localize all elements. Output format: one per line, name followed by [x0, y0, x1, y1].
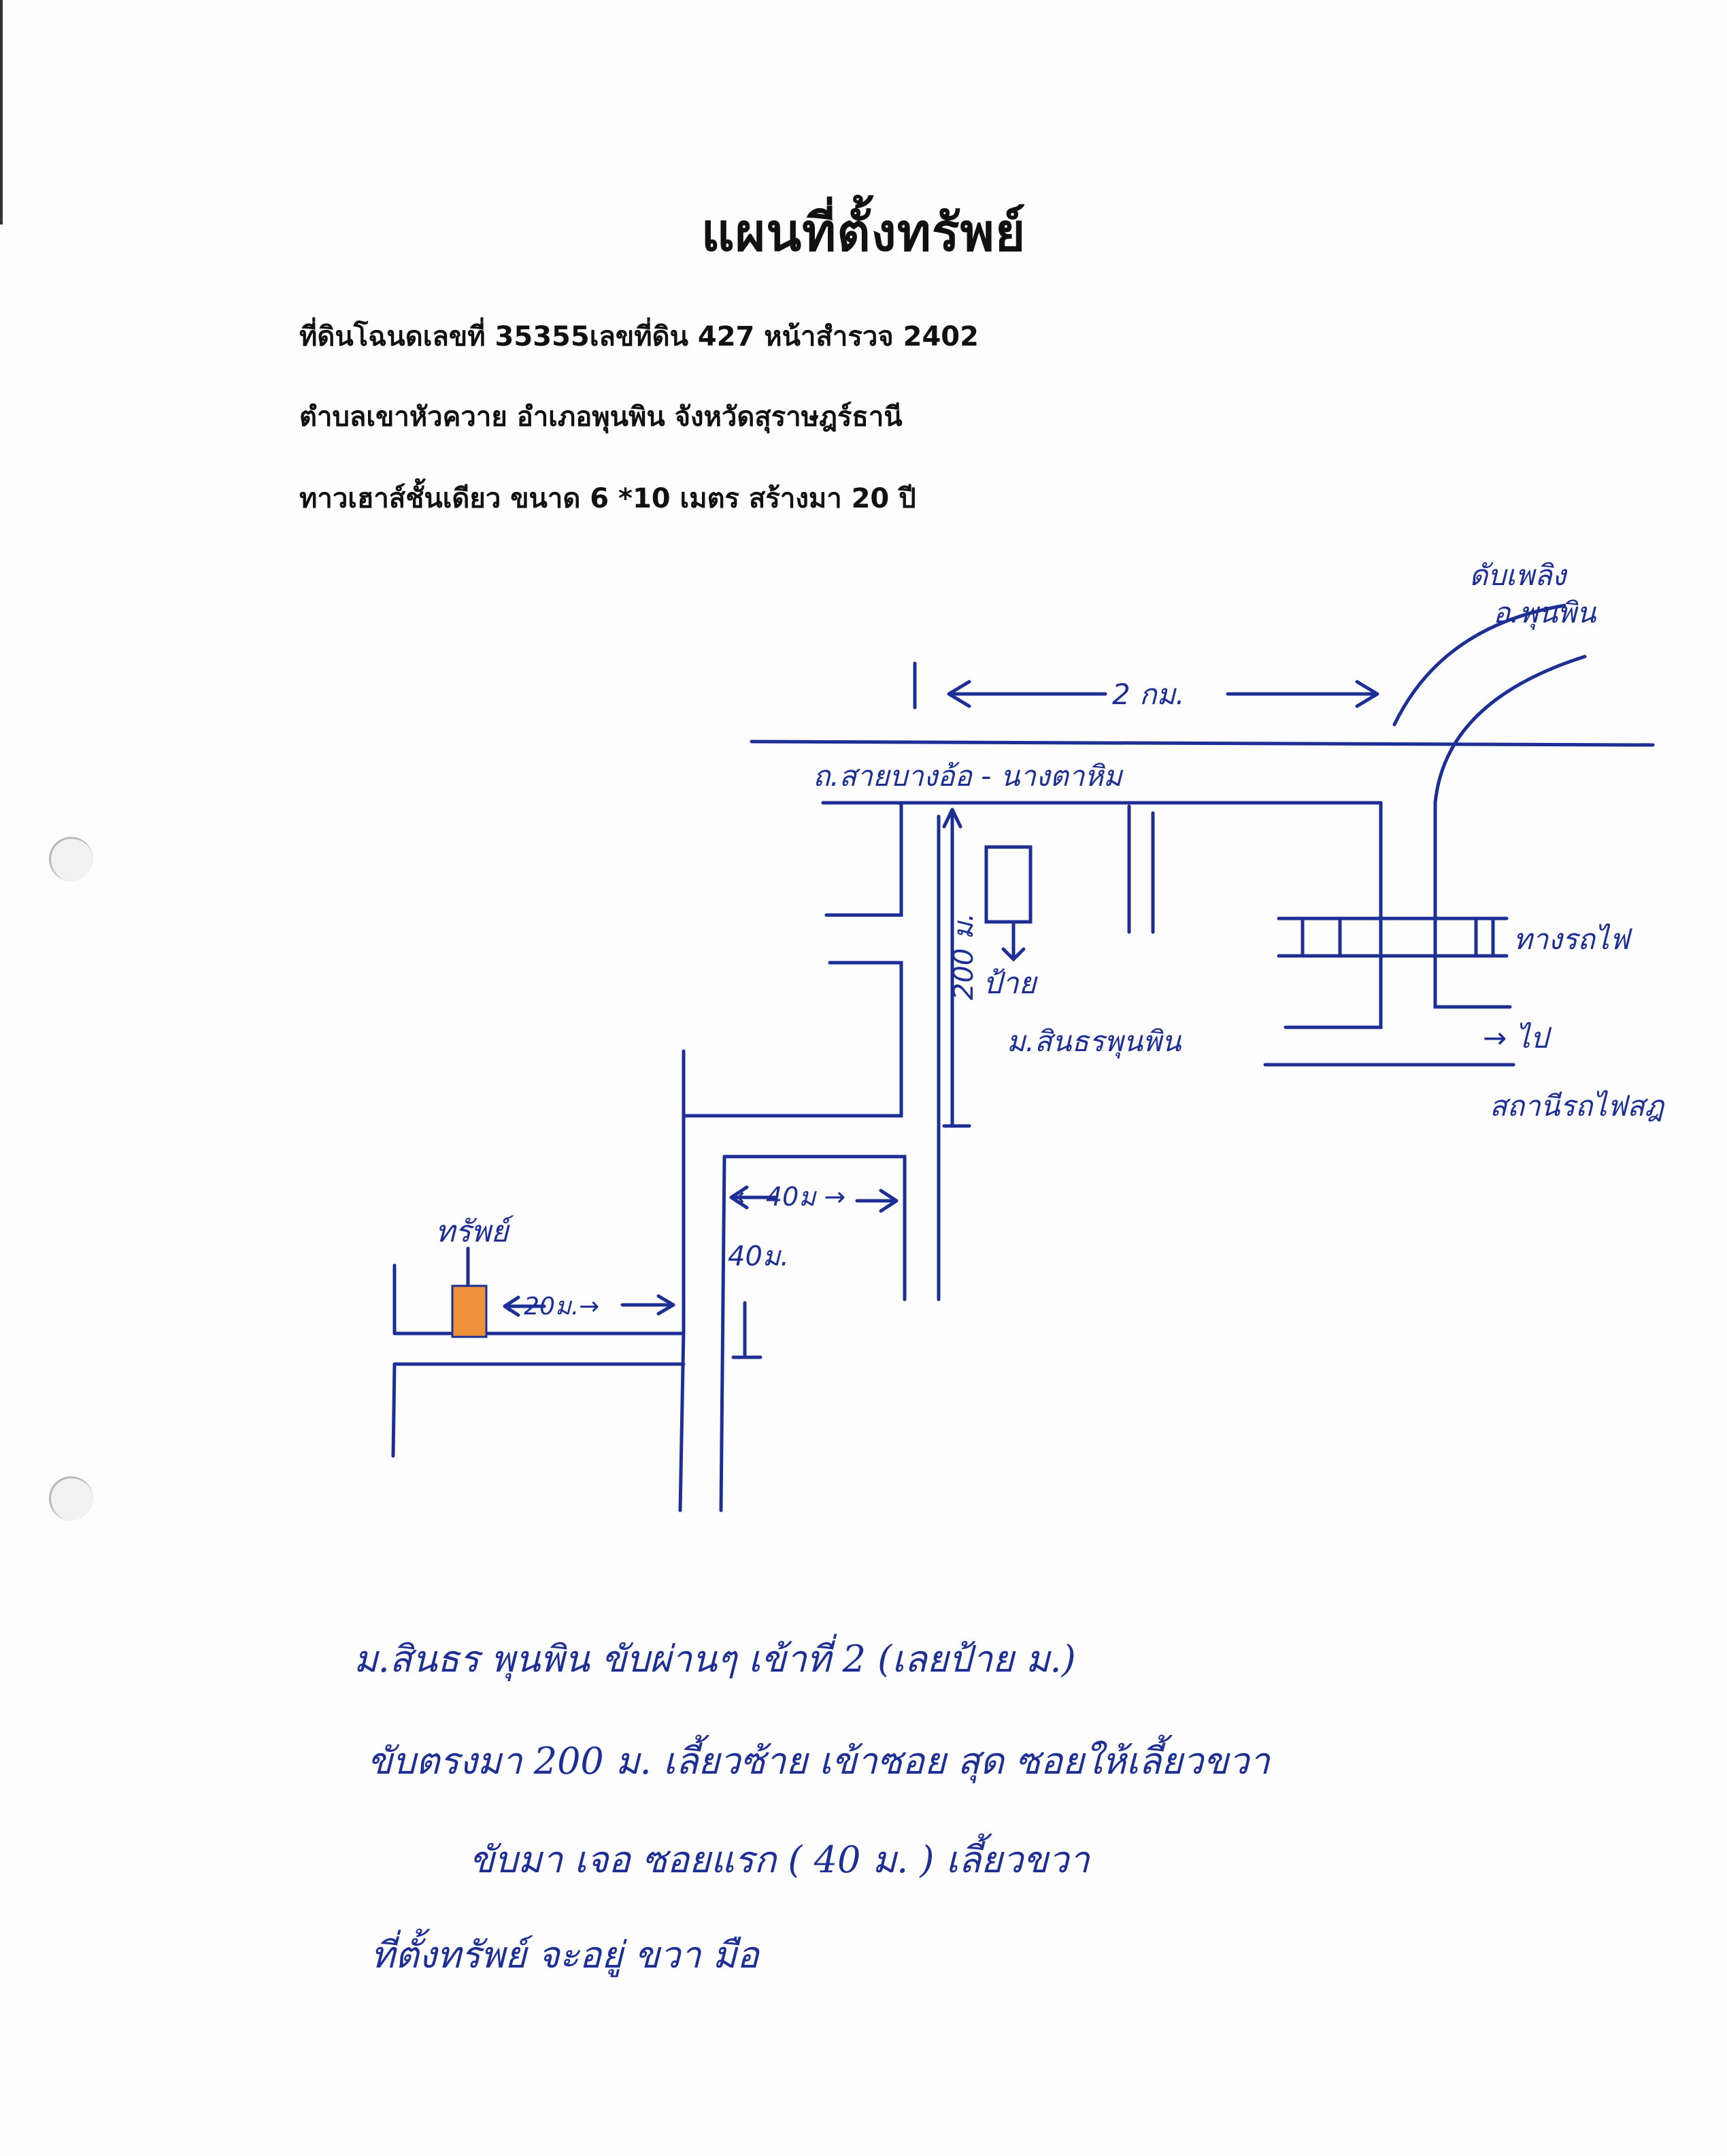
label-village: ม.สินธรพุนพิน — [1007, 1025, 1182, 1059]
info-line-deed: ที่ดินโฉนดเลขที่ 35355เลขที่ดิน 427 หน้า… — [299, 321, 979, 352]
sign-box — [984, 845, 1033, 924]
map-roads — [391, 603, 1655, 1512]
distance-arrow-right — [1226, 680, 1379, 708]
label-fire-station: ดับเพลิง — [1469, 559, 1568, 592]
property-soi-end-bottom — [391, 1362, 397, 1458]
main-road-top — [750, 740, 1655, 747]
property-marker — [451, 1284, 488, 1338]
page-edge — [0, 0, 3, 225]
direction-line-4: ที่ตั้งทรัพย์ จะอยู่ ขวา มือ — [371, 1934, 759, 1976]
distance-arrow-left — [947, 680, 1107, 708]
label-to: → ไป — [1483, 1021, 1552, 1055]
distance-40h-right — [855, 1189, 899, 1213]
label-property: ทรัพย์ — [435, 1214, 514, 1249]
railway-sleepers — [1301, 916, 1495, 958]
direction-line-2: ขับตรงมา 200 ม. เลี้ยวซ้าย เข้าซอย สุด ซ… — [367, 1740, 1270, 1782]
distance-20-left — [503, 1295, 546, 1317]
punch-hole-bottom — [49, 1476, 93, 1521]
label-station: สถานีรถไฟสฎ — [1490, 1089, 1666, 1123]
label-distance-40v: 40ม. — [728, 1241, 789, 1272]
soi-left-mid-edge — [682, 961, 903, 1332]
label-district: อ.พุนพิน — [1493, 596, 1597, 630]
label-distance-200: 200 ม. — [948, 913, 979, 1000]
side-road-right-edge — [1433, 801, 1512, 1009]
sign-arrow — [1001, 920, 1026, 962]
soi-left-upper-edge — [824, 801, 903, 917]
page-title: แผนที่ตั้งทรัพย์ — [701, 202, 1026, 263]
label-distance-20: ←20ม.→ — [503, 1293, 599, 1321]
distance-40v-arrow — [731, 1301, 762, 1359]
soi-east-edge — [719, 1155, 726, 1512]
info-line-building: ทาวเฮาส์ชั้นเดียว ขนาด 6 *10 เมตร สร้างม… — [299, 483, 916, 514]
side-road-left-edge — [1284, 801, 1383, 1029]
punch-hole-top — [49, 837, 93, 881]
direction-line-3: ขับมา เจอ ซอยแรก ( 40 ม. ) เลี้ยวขวา — [469, 1838, 1090, 1881]
soi-east-top — [722, 1155, 907, 1301]
curve-road-outer — [1392, 603, 1566, 727]
distance-20-right — [620, 1294, 675, 1316]
label-distance-40h: ← 40ม → — [736, 1182, 845, 1212]
info-line-location: ตำบลเขาหัวควาย อำเภอพุนพิน จังหวัดสุราษฎ… — [299, 401, 903, 433]
label-sign: ป้าย — [983, 966, 1039, 1001]
railway-lines — [1277, 916, 1509, 958]
label-railway: ทางรถไฟ — [1513, 923, 1632, 956]
distance-40h-left — [729, 1185, 777, 1210]
label-distance-2km: 2 กม. — [1112, 678, 1185, 711]
curve-road-inner — [1433, 654, 1587, 805]
soi-west-edge — [678, 1328, 686, 1512]
distance-200-arrow — [942, 808, 971, 1128]
label-main-road: ถ.สายบางอ้อ - นางตาหิม — [813, 759, 1124, 793]
direction-line-1: ม.สินธร พุนพิน ขับผ่านๆ เข้าที่ 2 (เลยป้… — [354, 1638, 1076, 1680]
